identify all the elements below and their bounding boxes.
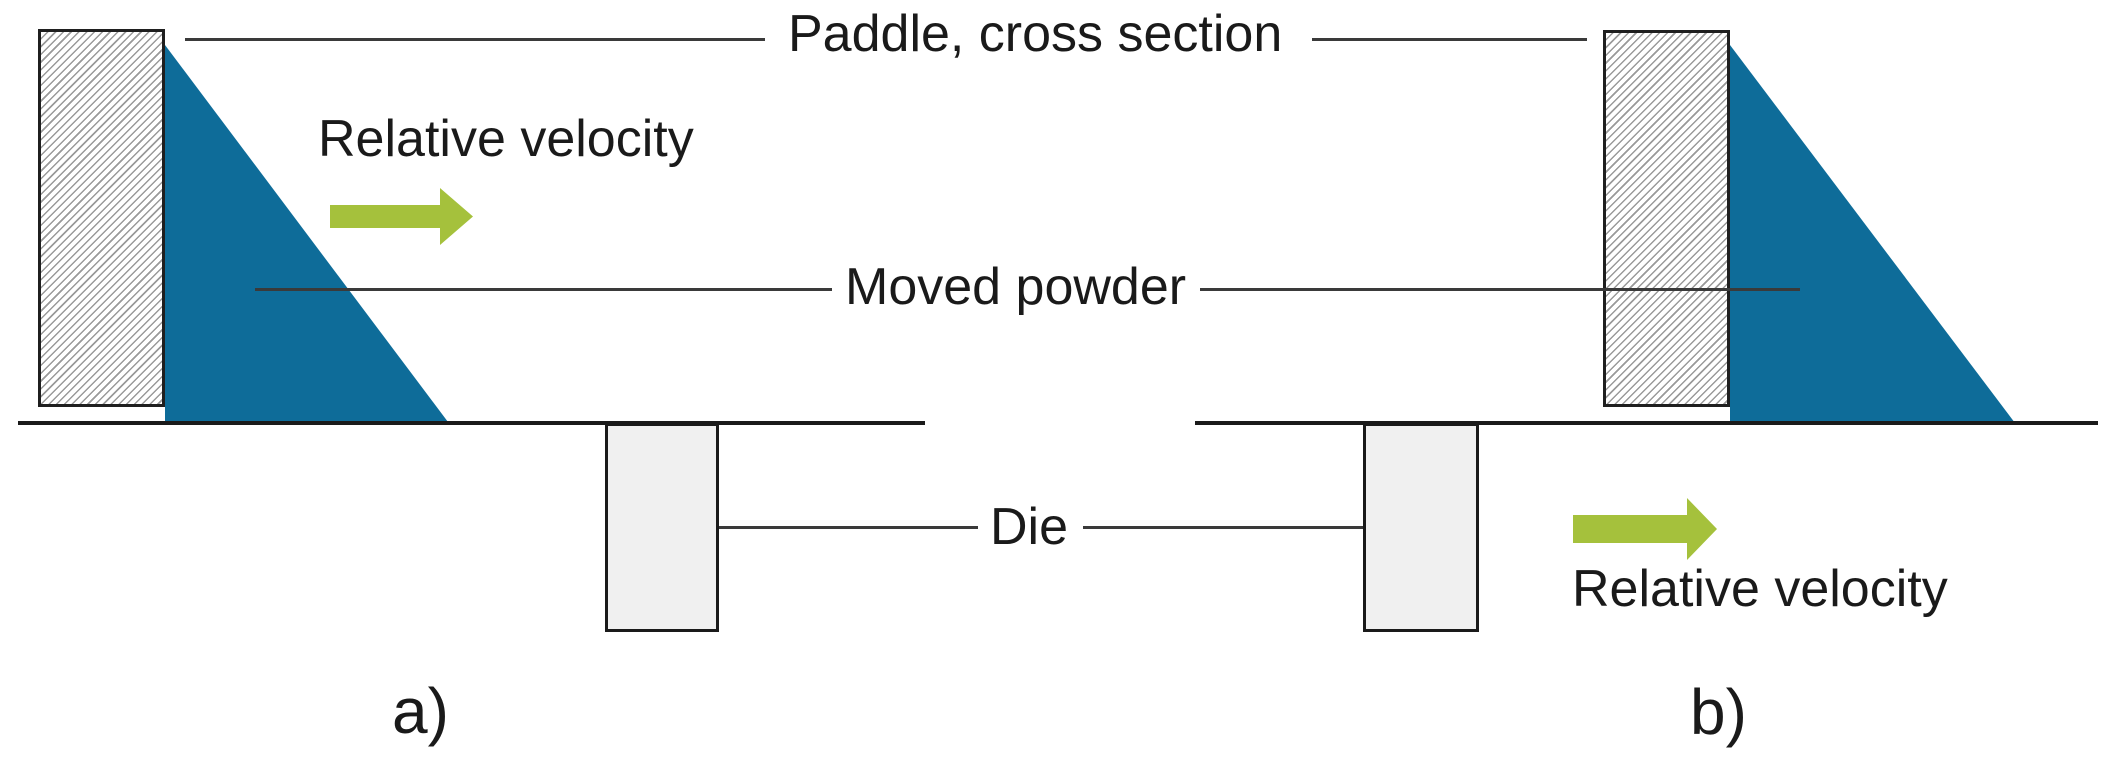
paddle-cross-section-a (38, 29, 165, 407)
die-annotation-label: Die (990, 498, 1069, 556)
die-shape-b (1363, 423, 1479, 632)
arrow-right-icon (1573, 498, 1717, 560)
ground-line-b (1195, 421, 2098, 425)
panel-caption-b: b) (1690, 676, 1747, 748)
paddle-annotation-label: Paddle, cross section (788, 5, 1283, 63)
powder-annotation-label: Moved powder (845, 258, 1187, 316)
moved-powder-shape-b (1730, 45, 2015, 423)
die-leader-line-left (719, 526, 978, 529)
powder-leader-line-right (1200, 288, 1800, 291)
die-leader-line-right (1083, 526, 1363, 529)
paddle-leader-line-left (185, 38, 765, 41)
paddle-cross-section-b (1603, 30, 1730, 407)
ground-line-a (18, 421, 925, 425)
paddle-leader-line-right (1312, 38, 1587, 41)
die-shape-a (605, 423, 719, 632)
arrow-right-icon (330, 188, 473, 245)
moved-powder-shape-a (165, 45, 448, 422)
relative-velocity-label-b: Relative velocity (1572, 560, 1948, 618)
panel-caption-a: a) (392, 675, 449, 747)
relative-velocity-label-a: Relative velocity (318, 110, 694, 168)
powder-leader-line-left (255, 288, 832, 291)
